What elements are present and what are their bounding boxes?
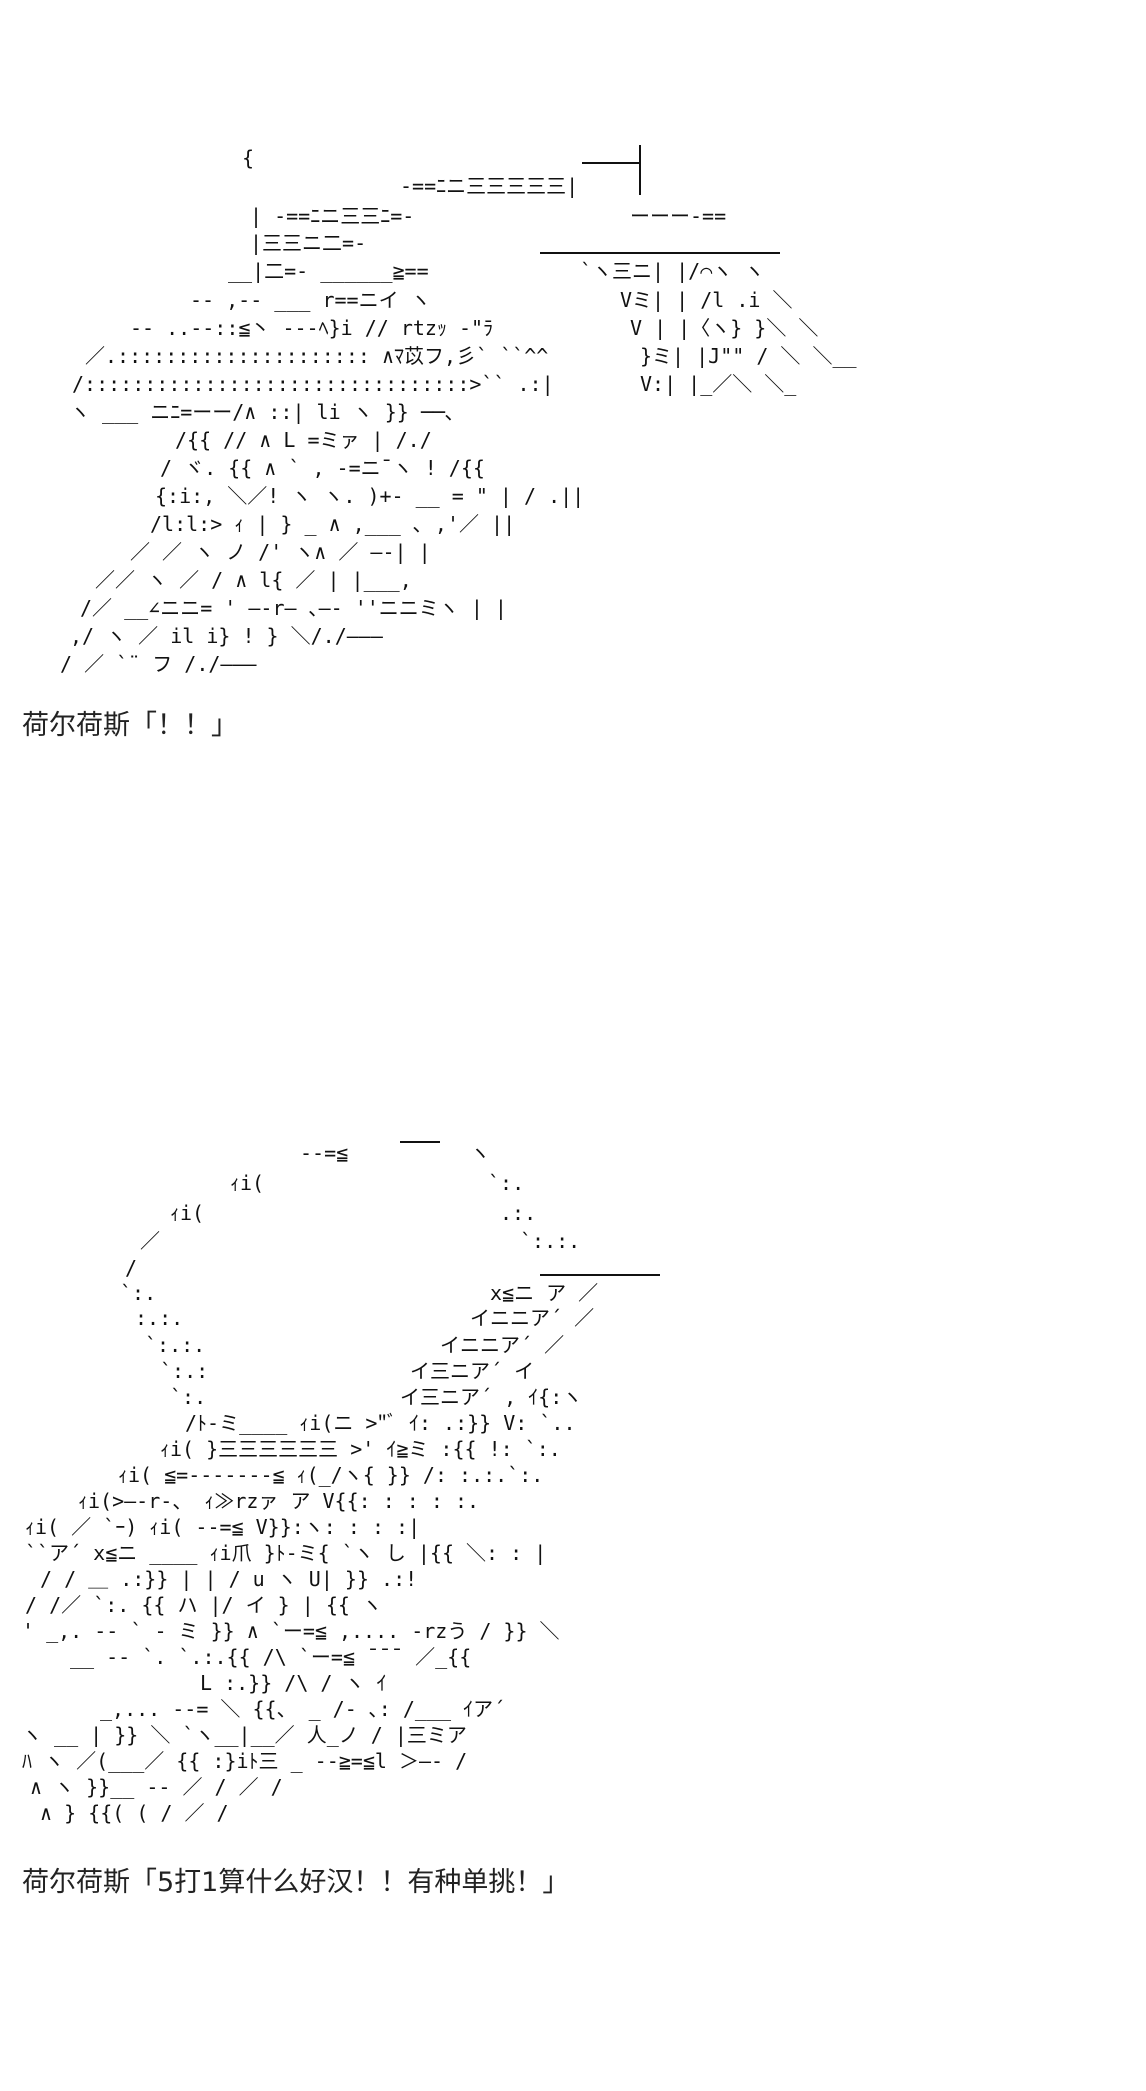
svg-text:/ ／: / ／ `¨ フ /./――― — [60, 652, 257, 676]
svg-text:／／ ヽ ／ / ∧ l{: ／／ ヽ ／ / ∧ l{ ／ | |___, — [95, 568, 412, 592]
svg-text:∧ } {{(: ∧ } {{( ( / ／ / — [40, 1801, 229, 1825]
svg-text:ヽ ___ ニﾆ=ーー/∧ ::| li: ヽ ___ ニﾆ=ーー/∧ ::| li ヽ }} ──､ — [70, 400, 455, 424]
dialogue-caption-2: 荷尔荷斯「5打1算什么好汉！！有种单挑！」 — [22, 1867, 570, 1898]
svg-text:ｨi( ≦=-------≦ ｨ(_: ｨi( ≦=-------≦ ｨ(_/ヽ{ }} /: :.:.`:. — [118, 1463, 543, 1487]
svg-text:`:.:.: `:.:. — [145, 1333, 205, 1357]
svg-text:{:i:, ＼／! ヽ ヽ. )+- __ =: {:i:, ＼／! ヽ ヽ. )+- __ = " | / .|| — [155, 484, 584, 508]
svg-text:`:.: `:. — [488, 1171, 524, 1195]
svg-text:L :.}} /\: L :.}} /\ / ヽ ｲ — [200, 1671, 387, 1695]
svg-text:_,... --= ＼ {{、: _,... --= ＼ {{、 _ /- ､: /___ ｲア´ — [100, 1697, 505, 1721]
svg-text:`:.:: `:.: — [160, 1359, 208, 1383]
svg-text:--=≦: --=≦ — [300, 1141, 348, 1165]
svg-text:／ ／ ヽ ノ /' ヽ∧: ／ ／ ヽ ノ /' ヽ∧ ／ ―-| | — [130, 540, 431, 564]
svg-text:V | |〈ヽ} }＼ ＼: V | |〈ヽ} }＼ ＼ — [630, 316, 818, 340]
svg-text:|三三ニ二=-: |三三ニ二=- — [250, 231, 366, 255]
svg-text:' _,. -- ` - ミ }} ∧: ' _,. -- ` - ミ }} ∧ `ー=≦ ,.... -rzう / }}… — [22, 1619, 560, 1643]
svg-text:∧ ヽ }}__: ∧ ヽ }}__ -- ／ / ／ / — [30, 1775, 283, 1799]
svg-text:x≦ニ ア ／: x≦ニ ア ／ — [490, 1281, 598, 1305]
svg-text:`:.: `:. — [170, 1385, 206, 1409]
svg-text:/{{ // ∧ L =ミァ: /{{ // ∧ L =ミァ | /./ — [175, 428, 432, 452]
svg-text:__|二=- ______≧==: __|二=- ______≧== — [228, 259, 429, 283]
svg-text::.:.: :.:. — [135, 1306, 183, 1330]
svg-text:Vミ| | /l .i ＼: Vミ| | /l .i ＼ — [620, 288, 792, 312]
svg-text:ｨi( }三三三三三三 >' ｲ≧ミ :{{ !:: ｨi( }三三三三三三 >' ｲ≧ミ :{{ !: `:. — [160, 1437, 561, 1461]
svg-text:`:.: `:. — [120, 1281, 156, 1305]
svg-text:`:.:.: `:.:. — [520, 1229, 580, 1253]
svg-text:/ ヾ. {{ ∧ ` , -=ニ¯ヽ !: / ヾ. {{ ∧ ` , -=ニ¯ヽ ! /{{ — [160, 456, 485, 480]
svg-text:イ三ニア´ イ: イ三ニア´ イ — [410, 1359, 534, 1383]
svg-text:``ア´ x≦ニ ____ ｨi爪 }ﾄ-: ``ア´ x≦ニ ____ ｨi爪 }ﾄ-ミ{ `ヽ し |{{ ＼: : | — [25, 1541, 546, 1565]
svg-text:-- ,-- ___ r==ニイ ヽ: -- ,-- ___ r==ニイ ヽ — [190, 288, 431, 312]
svg-text:/ / ＿ .:}} | |: / / ＿ .:}} | | / u ヽ U| }} .:! — [40, 1567, 417, 1591]
svg-text:/:::::::::::::::::::::::::::::: /::::::::::::::::::::::::::::::::>`` .:| — [72, 372, 554, 396]
ascii-art-figure-2: --=≦ ヽ ｨi( `:. ｨi( .:. ／ `:.:. / `:. x≦ニ… — [0, 1120, 1146, 1845]
svg-text:| -==ﾆニ三三ﾆ=-: | -==ﾆニ三三ﾆ=- — [250, 204, 414, 228]
svg-text:.:.: .:. — [500, 1201, 536, 1225]
svg-text:ｨi(: ｨi( — [170, 1201, 204, 1225]
svg-text:{: { — [242, 146, 254, 170]
svg-text:ーーー-==: ーーー-== — [630, 204, 726, 228]
dialogue-caption-1: 荷尔荷斯「！！」 — [22, 710, 238, 741]
svg-text:／.::::::::::::::::::::: ∧ﾏ苡フ,彡: ／.::::::::::::::::::::: ∧ﾏ苡フ,彡` ``^^ — [85, 344, 548, 368]
svg-text:/l:l:> ｨ | } _ ∧ ,__: /l:l:> ｨ | } _ ∧ ,___ ､ ,'／ || — [150, 512, 515, 536]
svg-text:イニニア´ ／: イニニア´ ／ — [470, 1306, 594, 1330]
svg-text:/／ __∠ニニ= ' ―-r― ､―-: /／ __∠ニニ= ' ―-r― ､―- ''ニニミヽ | | — [80, 596, 507, 620]
svg-text:,/ ヽ ／ il i}: ,/ ヽ ／ il i} ! } ＼/./――― — [70, 624, 384, 648]
svg-text:/: / — [125, 1256, 137, 1280]
svg-text:イニニア´ ／: イニニア´ ／ — [440, 1333, 564, 1357]
svg-text:ｨi(>―-r-、 ｨ≫rzァ: ｨi(>―-r-、 ｨ≫rzァ ア V{{: : : : :. — [78, 1489, 479, 1513]
svg-text:}ミ| |J"" / ＼ ＼__: }ミ| |J"" / ＼ ＼__ — [640, 344, 857, 368]
svg-text:イ三ニア´ , ｲ{:ヽ: イ三ニア´ , ｲ{:ヽ — [400, 1385, 582, 1409]
ascii-art-drawing-1: { -==ﾆニ三三三三三| | -==ﾆニ三三ﾆ=- ーーー-== |三三ニ二=… — [60, 145, 857, 676]
svg-text:/ /／ `:. {{ ハ: / /／ `:. {{ ハ |/ イ } | {{ ヽ — [25, 1593, 382, 1617]
svg-text:ｨi( ／ `ｰ) ｨi(: ｨi( ／ `ｰ) ｨi( --=≦ V}}:ヽ: : : :| — [25, 1515, 420, 1539]
svg-text:／: ／ — [140, 1229, 160, 1253]
svg-text:-- ..--::≦丶 ---ﾍ}i // rtzｯ: -- ..--::≦丶 ---ﾍ}i // rtzｯ -"ﾗ — [130, 316, 493, 340]
svg-text:`ヽ三ニ| |/⌒ヽ ヽ: `ヽ三ニ| |/⌒ヽ ヽ — [580, 259, 764, 283]
svg-text:ヽ: ヽ — [470, 1141, 490, 1165]
svg-text:ヽ __ | }} ＼ `ヽ__|__／: ヽ __ | }} ＼ `ヽ__|__／ 人_ノ / |三ミア — [22, 1723, 467, 1747]
ascii-art-drawing-2: --=≦ ヽ ｨi( `:. ｨi( .:. ／ `:.:. / `:. x≦ニ… — [22, 1141, 660, 1825]
svg-text:__ -- `. `.:.{{ /\ `ー=: __ -- `. `.:.{{ /\ `ー=≦ ¯¯¯ ／_{{ — [70, 1645, 471, 1669]
svg-text:-==ﾆニ三三三三三|: -==ﾆニ三三三三三| — [400, 174, 578, 198]
svg-text:/ﾄ-ミ____ ｨi(ニ >"ﾞ ｲ: .:: /ﾄ-ミ____ ｨi(ニ >"ﾞ ｲ: .:}} V: `.. — [185, 1411, 576, 1435]
svg-text:ﾊ ヽ ／(___／ {{ :}iﾄ三: ﾊ ヽ ／(___／ {{ :}iﾄ三 _ --≧=≦l ＞―- / — [22, 1749, 467, 1773]
svg-text:V:| |_／＼ ＼_: V:| |_／＼ ＼_ — [640, 372, 797, 396]
ascii-art-figure-1: { -==ﾆニ三三三三三| | -==ﾆニ三三ﾆ=- ーーー-== |三三ニ二=… — [0, 135, 1146, 695]
svg-text:ｨi(: ｨi( — [230, 1171, 264, 1195]
